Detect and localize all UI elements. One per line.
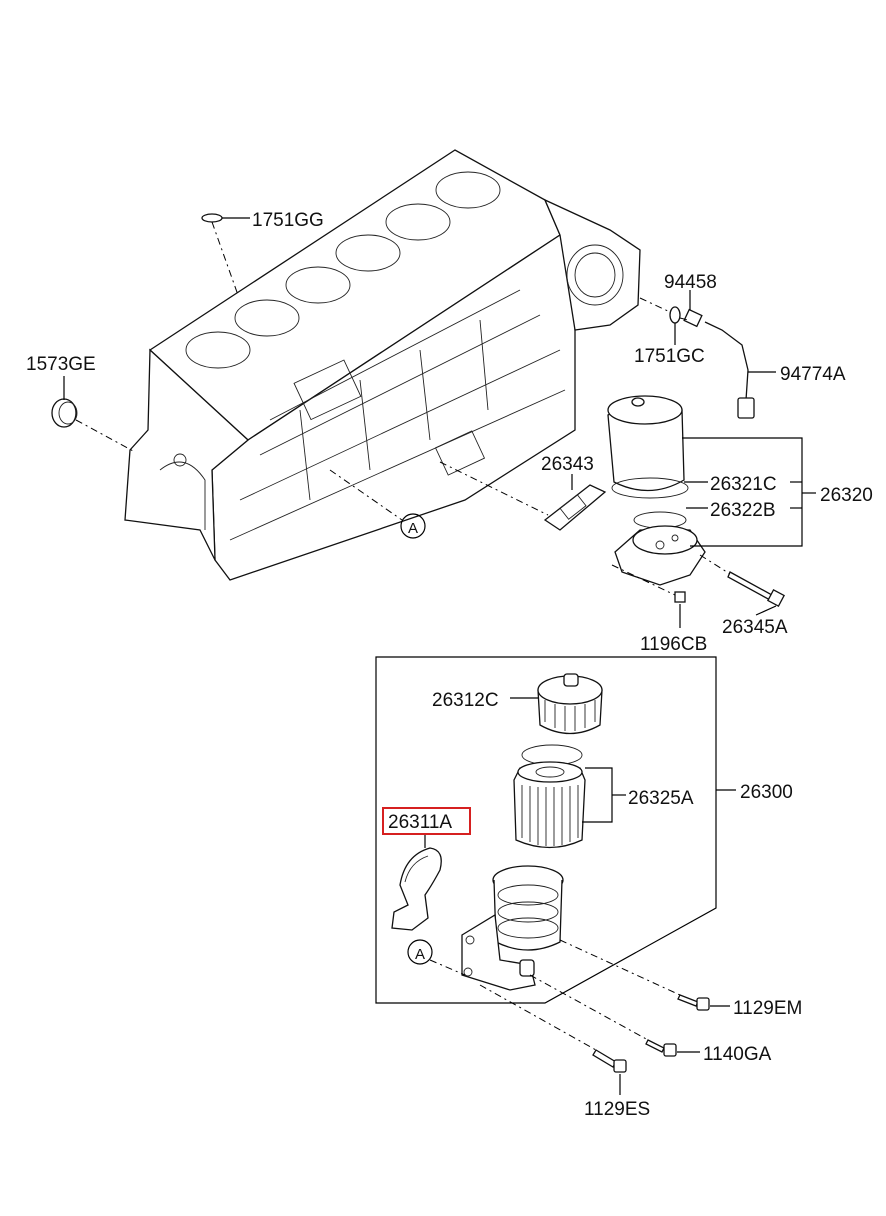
ref-mark-a-lower <box>407 939 466 976</box>
ref-a-upper-text: A <box>408 520 418 537</box>
oil-line-assembly <box>639 290 776 419</box>
label-94458: 94458 <box>664 272 717 293</box>
oil-filter-assembly-26300-box <box>375 656 736 1004</box>
label-1751gc: 1751GC <box>634 346 705 367</box>
label-94774a: 94774A <box>780 364 846 385</box>
engine-block <box>124 149 641 581</box>
label-1196cb: 1196CB <box>640 634 707 655</box>
plug-1573ge <box>51 376 136 453</box>
bolt-1129em <box>559 939 730 1011</box>
ref-a-lower-text: A <box>415 946 425 963</box>
gasket-26343 <box>439 461 607 531</box>
callout-labels: 1751GG 1573GE 94458 1751GC 94774A 26343 … <box>26 210 873 1120</box>
filter-cap-26312c <box>510 673 603 735</box>
label-1129em: 1129EM <box>733 998 802 1019</box>
filter-element-26325a <box>513 744 626 849</box>
label-26322b: 26322B <box>710 500 776 521</box>
highlight-box-26311a <box>382 807 471 835</box>
bolt-26345a <box>699 554 785 616</box>
label-1129es: 1129ES <box>584 1099 650 1120</box>
bolt-1196cb <box>611 564 686 628</box>
label-26343: 26343 <box>541 454 594 475</box>
label-26300: 26300 <box>740 782 793 803</box>
filter-housing <box>461 865 564 991</box>
ref-mark-a-upper <box>329 469 426 539</box>
bolt-1129es <box>479 984 627 1095</box>
label-1751gg: 1751GG <box>252 210 324 231</box>
label-1140ga: 1140GA <box>703 1044 772 1065</box>
oil-filter-module-26320 <box>607 395 816 586</box>
label-26325a: 26325A <box>628 788 694 809</box>
gasket-26311a <box>391 835 442 931</box>
label-26321c: 26321C <box>710 474 777 495</box>
label-26312c: 26312C <box>432 690 499 711</box>
bolt-1140ga <box>529 974 700 1057</box>
label-26320: 26320 <box>820 485 873 506</box>
label-1573ge: 1573GE <box>26 354 96 375</box>
label-26345a: 26345A <box>722 617 788 638</box>
label-26311a: 26311A <box>388 812 452 833</box>
oring-1751gg <box>201 213 250 296</box>
